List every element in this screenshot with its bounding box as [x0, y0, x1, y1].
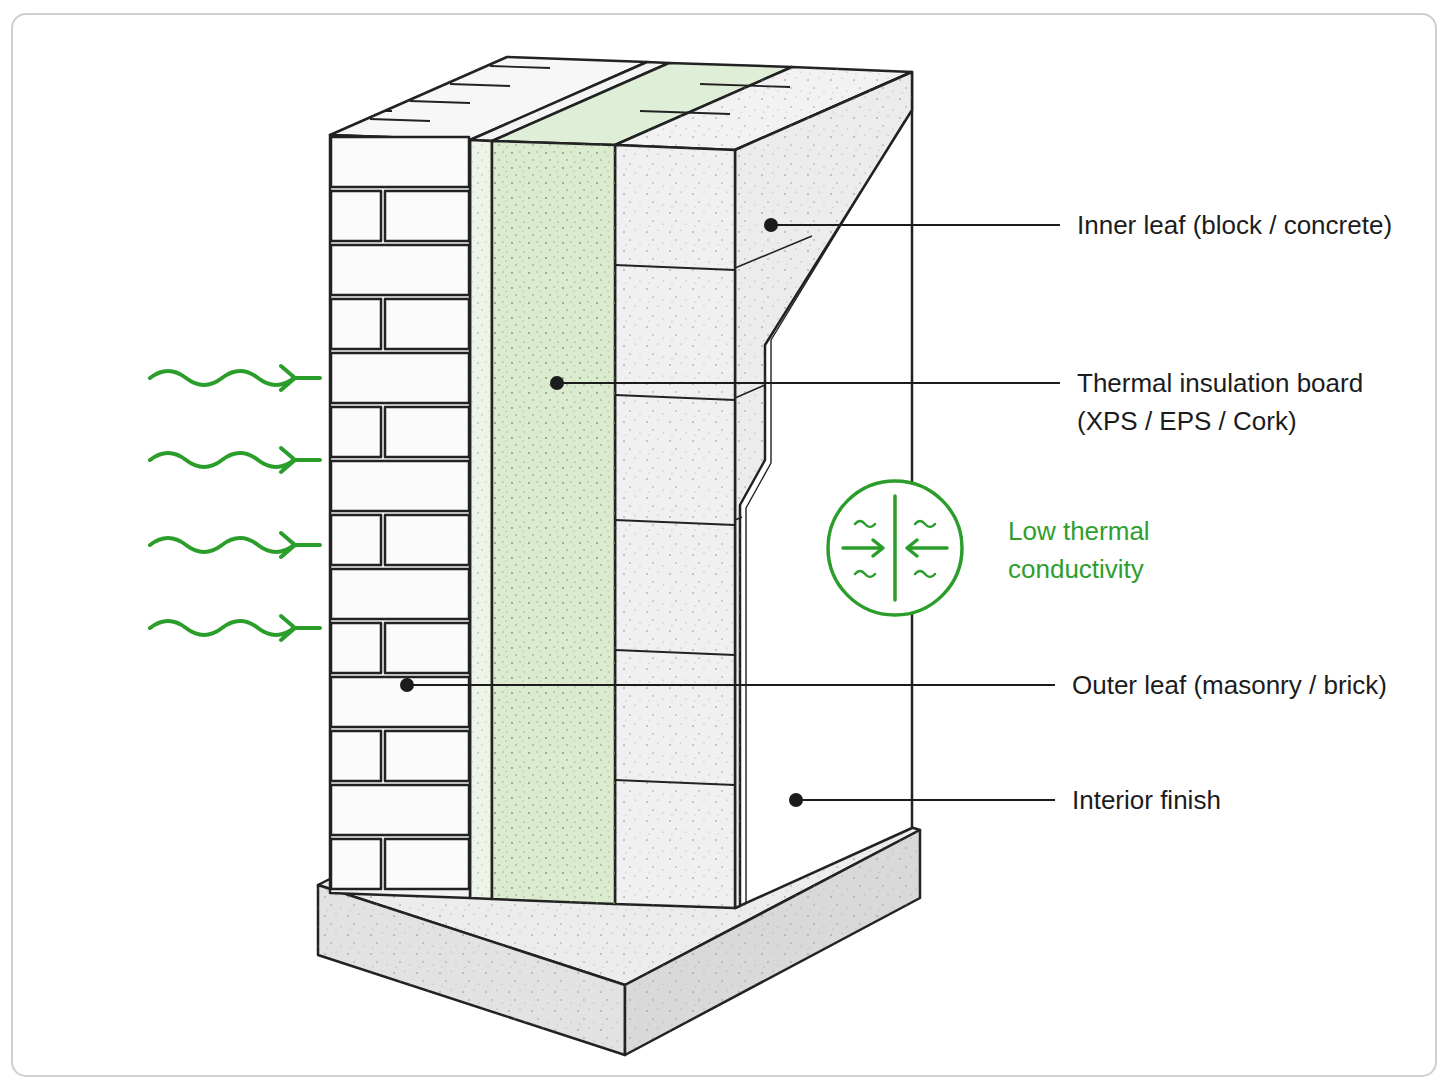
leader-dot — [401, 679, 413, 691]
top-joints — [370, 62, 790, 121]
block-joints — [615, 265, 735, 785]
brick — [331, 839, 381, 889]
brick — [331, 245, 469, 295]
insulation-texture — [470, 140, 492, 899]
insulation-side — [470, 140, 492, 899]
property-label: Low thermal conductivity — [1008, 512, 1183, 588]
brick — [385, 839, 469, 889]
icon-arrow — [907, 540, 947, 556]
brick — [331, 461, 469, 511]
brick — [331, 785, 469, 835]
brick — [331, 137, 469, 187]
leader-lines — [401, 219, 1060, 806]
leader-dot — [551, 377, 563, 389]
brick — [331, 407, 381, 457]
brick-backing — [330, 135, 470, 898]
icon-arrow — [843, 540, 883, 556]
inner-block-section — [615, 145, 735, 908]
heat-arrow — [150, 616, 320, 640]
insulation-texture — [492, 141, 615, 904]
leader-line — [796, 799, 1055, 801]
block-face — [615, 145, 735, 908]
slab-texture — [318, 885, 625, 1055]
icon-waves — [855, 521, 935, 577]
slab-left-face — [318, 885, 625, 1055]
leader-dot — [790, 794, 802, 806]
heat-arrows — [150, 366, 320, 640]
heat-arrow — [150, 533, 320, 557]
callout-label: Outer leaf (masonry / brick) — [1072, 666, 1422, 704]
brick — [331, 299, 381, 349]
frame-border — [12, 14, 1436, 1076]
icon-barrier — [893, 496, 897, 600]
brick-leaf — [330, 135, 470, 898]
brick — [385, 407, 469, 457]
leader-line — [407, 684, 1055, 686]
brick — [331, 623, 381, 673]
callout-label: Interior finish — [1072, 781, 1422, 819]
heat-arrow — [150, 366, 320, 390]
callout-label: Thermal insulation board (XPS / EPS / Co… — [1077, 364, 1422, 440]
icon-ring — [828, 481, 962, 615]
brick — [331, 353, 469, 403]
callout-label: Inner leaf (block / concrete) — [1077, 206, 1422, 244]
block-joints-side — [735, 236, 812, 520]
brick — [385, 191, 469, 241]
brick — [331, 569, 469, 619]
brick — [385, 623, 469, 673]
brick — [385, 515, 469, 565]
brick — [331, 515, 381, 565]
insulation-face — [492, 141, 615, 904]
leader-line — [557, 382, 1060, 384]
leader-dot — [765, 219, 777, 231]
brick — [385, 731, 469, 781]
brick — [331, 191, 381, 241]
leader-line — [771, 224, 1060, 226]
brick — [331, 731, 381, 781]
block-texture — [615, 145, 735, 908]
heat-arrow — [150, 448, 320, 472]
insulation-board — [470, 140, 615, 904]
brick — [385, 299, 469, 349]
conductivity-icon — [828, 481, 962, 615]
